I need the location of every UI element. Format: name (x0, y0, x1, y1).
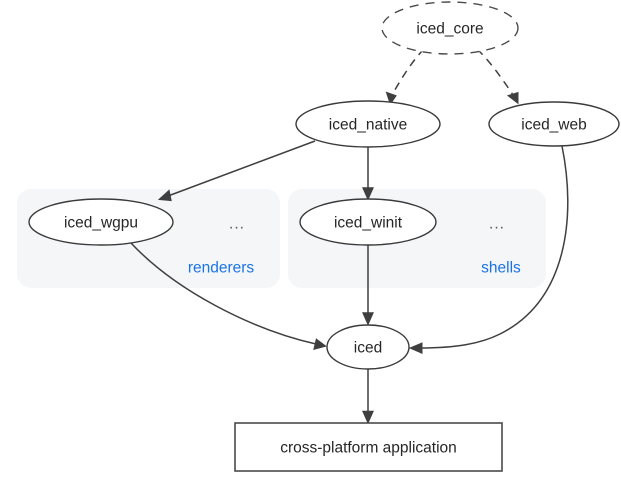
node-iced-core-label: iced_core (416, 21, 483, 38)
node-iced-core[interactable]: iced_core (381, 1, 519, 55)
node-iced-native-label: iced_native (329, 117, 407, 134)
edge-line (167, 140, 316, 197)
edge-iced-wgpu-to-iced (130, 242, 327, 351)
edge-iced-to-application (362, 369, 374, 425)
node-application[interactable]: cross-platform application (234, 422, 503, 472)
node-iced-winit[interactable]: iced_winit (299, 198, 437, 246)
cluster-renderers-label: renderers (188, 260, 255, 277)
arrow-head (313, 338, 327, 351)
node-shells-ellipsis-label: ... (489, 216, 505, 233)
node-application-shape[interactable] (234, 422, 503, 472)
node-iced-wgpu[interactable]: iced_wgpu (28, 198, 174, 246)
edge-line (130, 242, 317, 345)
edge-iced-native-to-iced-wgpu (157, 140, 316, 202)
node-iced[interactable]: iced (326, 324, 410, 370)
arrow-head (362, 410, 374, 425)
arrow-head (362, 312, 374, 326)
node-iced-web-label: iced_web (521, 117, 587, 134)
node-iced-web[interactable]: iced_web (488, 101, 620, 147)
edge-iced-web-to-iced (408, 145, 569, 355)
edge-iced-core-to-iced-web (476, 48, 519, 105)
arrow-head (385, 91, 397, 106)
arrow-head (506, 91, 519, 105)
node-iced-winit-label: iced_winit (334, 215, 403, 232)
edge-line (476, 48, 514, 96)
node-iced-native-shape[interactable] (295, 100, 441, 148)
arrow-head (157, 189, 172, 202)
cluster-shells-label: shells (481, 260, 521, 277)
node-renderers-ellipsis-label: ... (229, 216, 245, 233)
node-iced-wgpu-label: iced_wgpu (64, 215, 138, 232)
node-iced-label: iced (354, 340, 382, 357)
node-iced-shape[interactable] (326, 324, 410, 370)
node-iced-winit-shape[interactable] (299, 198, 437, 246)
arrow-head (408, 342, 423, 355)
arrow-head (362, 187, 374, 201)
edge-line (419, 145, 569, 349)
node-iced-wgpu-shape[interactable] (28, 198, 174, 246)
node-iced-web-shape[interactable] (488, 101, 620, 147)
edge-iced-native-to-iced-winit (362, 147, 374, 201)
node-application-label: cross-platform application (280, 440, 457, 457)
edge-iced-winit-to-iced (362, 245, 374, 326)
node-iced-core-shape[interactable] (381, 1, 519, 55)
node-iced-native[interactable]: iced_native (295, 100, 441, 148)
edge-iced-core-to-iced-native (385, 48, 425, 106)
edge-line (391, 48, 425, 96)
